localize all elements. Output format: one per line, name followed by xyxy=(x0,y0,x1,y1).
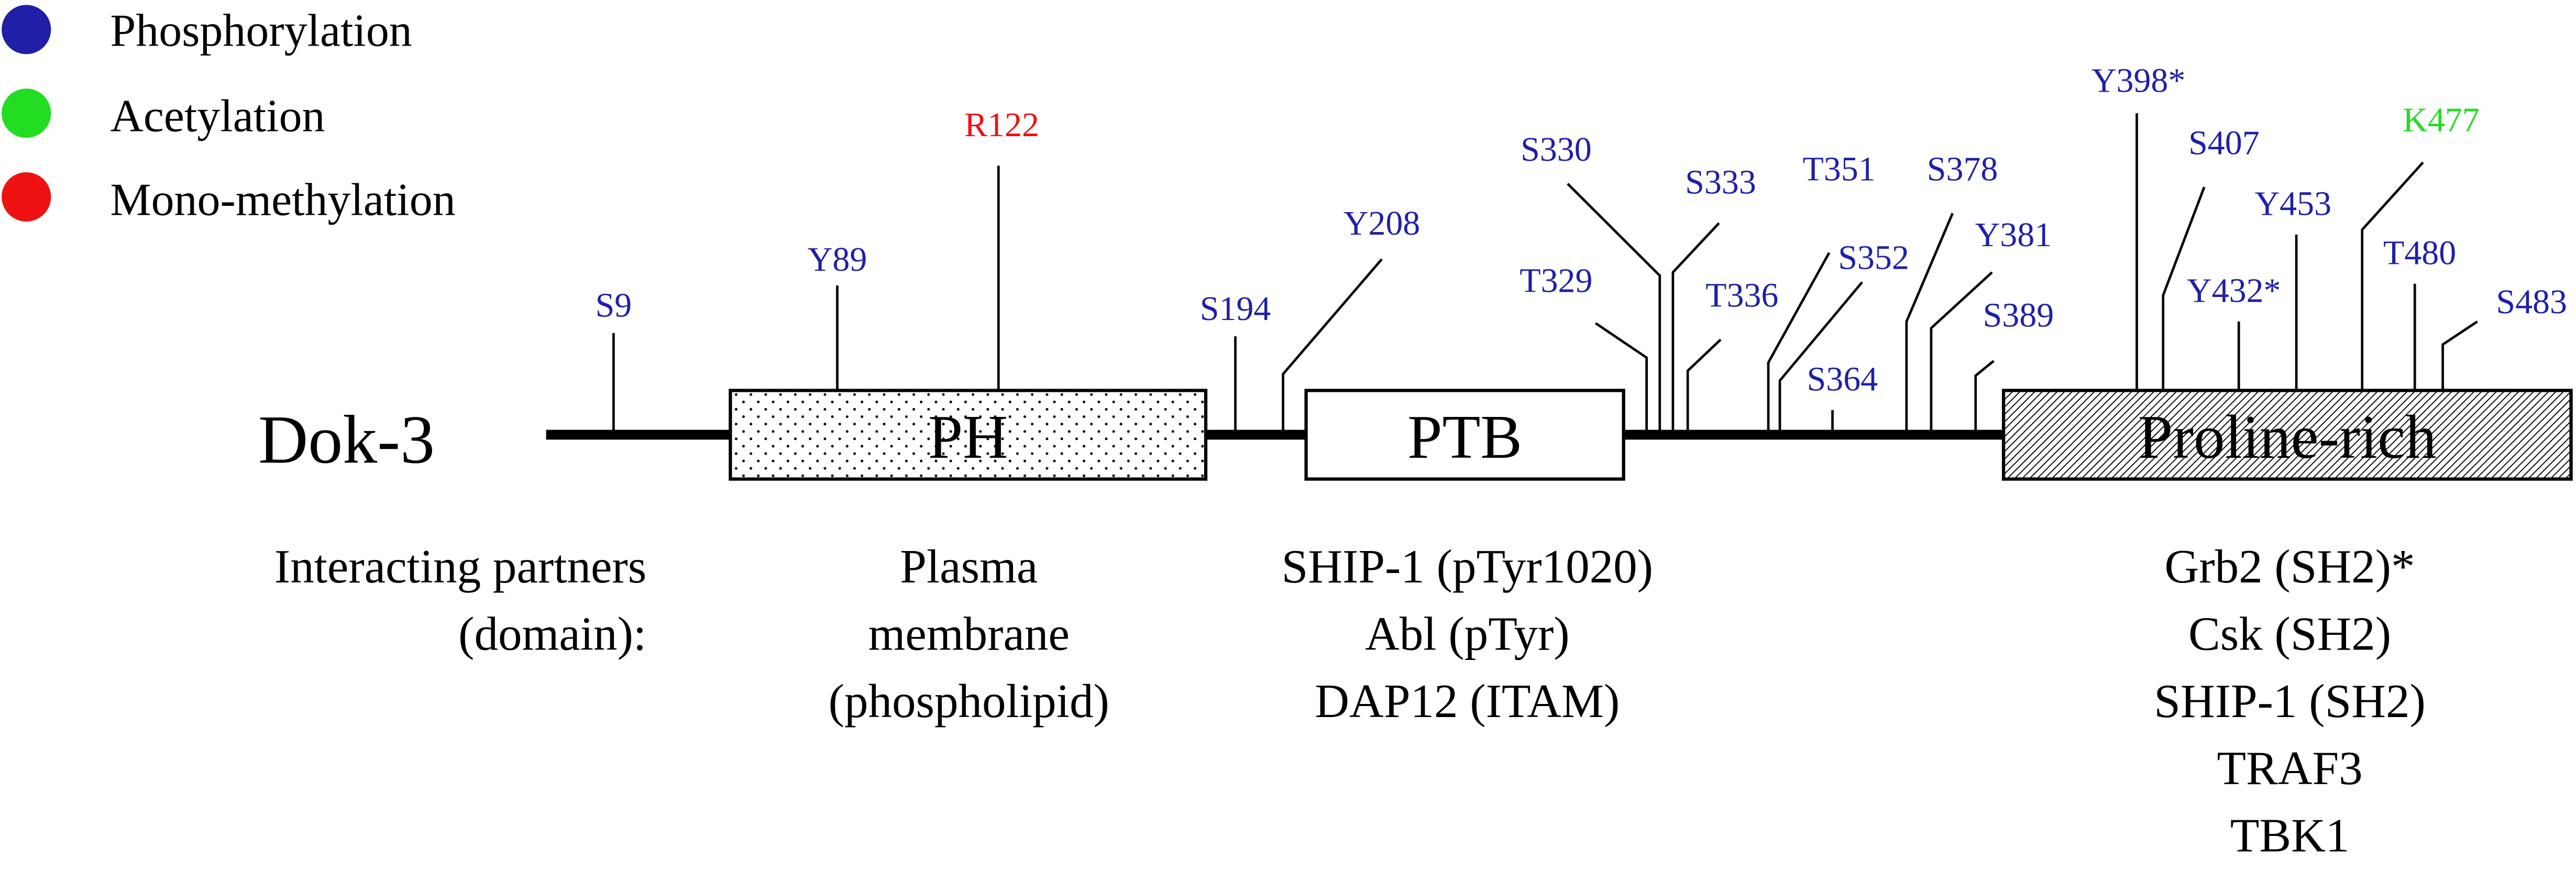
legend-acetylation-dot xyxy=(2,89,51,138)
site-label-t351: T351 xyxy=(1802,150,1875,189)
partner-ptb-line-1: SHIP-1 (pTyr1020) xyxy=(1282,540,1653,593)
site-label-y89: Y89 xyxy=(808,240,867,279)
legend-phosphorylation-label: Phosphorylation xyxy=(110,5,412,56)
site-label-y381: Y381 xyxy=(1975,216,2052,254)
site-line-s330 xyxy=(1567,183,1661,435)
partner-ptb-line-2: Abl (pTyr) xyxy=(1365,607,1570,660)
site-label-t480: T480 xyxy=(2383,234,2456,272)
domain-proline-rich-label: Proline-rich xyxy=(2138,402,2437,471)
site-line-y208 xyxy=(1282,258,1383,435)
site-label-s364: S364 xyxy=(1807,360,1878,399)
partner-proline-rich-line-4: TRAF3 xyxy=(2217,742,2362,795)
site-line-s352 xyxy=(1778,281,1863,435)
site-label-y208: Y208 xyxy=(1344,204,1421,243)
domain-proline-rich-box xyxy=(2001,389,2573,481)
legend-mono-methylation-dot xyxy=(2,172,51,222)
site-line-s389 xyxy=(1974,360,1995,435)
site-label-y453: Y453 xyxy=(2255,184,2332,223)
partners-ph: Plasma membrane (phospholipid) xyxy=(829,540,1109,728)
partner-ph-line-1: Plasma xyxy=(900,540,1038,593)
partner-proline-rich-line-5: TBK1 xyxy=(2230,809,2350,862)
site-label-t329: T329 xyxy=(1520,262,1592,300)
site-label-s9: S9 xyxy=(596,287,632,325)
site-label-s483: S483 xyxy=(2496,283,2567,321)
site-label-s378: S378 xyxy=(1927,150,1998,189)
legend-phosphorylation-dot xyxy=(2,5,51,54)
site-label-y398: Y398* xyxy=(2091,61,2186,100)
site-label-y432: Y432* xyxy=(2187,271,2281,310)
domain-ptb-label: PTB xyxy=(1407,402,1522,471)
site-line-s407 xyxy=(2162,186,2206,391)
legend-mono-methylation-label: Mono-methylation xyxy=(110,174,455,225)
site-label-s330: S330 xyxy=(1521,130,1592,169)
site-line-k477 xyxy=(2361,161,2424,391)
protein-name: Dok-3 xyxy=(258,402,435,478)
site-label-s194: S194 xyxy=(1200,290,1271,328)
partners-heading-line-1: Interacting partners xyxy=(274,540,646,593)
site-line-y381 xyxy=(1930,271,1993,435)
site-label-s407: S407 xyxy=(2188,124,2260,162)
domain-ph: PH xyxy=(729,389,1208,481)
site-label-s352: S352 xyxy=(1838,239,1909,277)
partners-heading: Interacting partners (domain): xyxy=(274,540,646,660)
domain-ph-box xyxy=(729,389,1208,481)
site-line-s378 xyxy=(1905,213,1954,435)
domain-ptb-box xyxy=(1304,389,1625,481)
domain-ptb: PTB xyxy=(1304,389,1625,481)
partner-proline-rich-line-1: Grb2 (SH2)* xyxy=(2165,540,2415,593)
site-leader-lines xyxy=(612,113,2478,435)
site-labels: S9 Y89 R122 S194 Y208 T329 S330 S333 T33… xyxy=(596,61,2567,398)
site-line-t329 xyxy=(1594,322,1648,435)
site-label-s333: S333 xyxy=(1685,163,1756,202)
site-line-s333 xyxy=(1671,222,1720,435)
legend-acetylation-label: Acetylation xyxy=(110,91,325,141)
partner-ph-line-2: membrane xyxy=(868,607,1070,660)
partners-proline-rich: Grb2 (SH2)* Csk (SH2) SHIP-1 (SH2) TRAF3… xyxy=(2154,540,2426,862)
legend-item-phosphorylation: Phosphorylation xyxy=(2,5,412,56)
partners-ptb: SHIP-1 (pTyr1020) Abl (pTyr) DAP12 (ITAM… xyxy=(1282,540,1653,728)
partner-proline-rich-line-2: Csk (SH2) xyxy=(2188,607,2391,660)
site-line-t336 xyxy=(1686,338,1722,435)
legend: Phosphorylation Acetylation Mono-methyla… xyxy=(2,5,456,225)
site-line-t351 xyxy=(1767,252,1831,435)
legend-item-acetylation: Acetylation xyxy=(2,89,325,141)
site-label-t336: T336 xyxy=(1705,277,1778,315)
legend-item-mono-methylation: Mono-methylation xyxy=(2,172,456,225)
site-line-s483 xyxy=(2441,320,2478,391)
partner-ptb-line-3: DAP12 (ITAM) xyxy=(1315,675,1620,728)
domain-ph-label: PH xyxy=(928,402,1008,471)
partner-ph-line-3: (phospholipid) xyxy=(829,675,1109,728)
partner-proline-rich-line-3: SHIP-1 (SH2) xyxy=(2154,675,2426,728)
partners-heading-line-2: (domain): xyxy=(458,607,646,660)
site-label-s389: S389 xyxy=(1983,296,2054,334)
site-label-r122: R122 xyxy=(964,106,1039,144)
domain-proline-rich: Proline-rich xyxy=(2001,389,2573,481)
site-label-k477: K477 xyxy=(2403,101,2480,139)
